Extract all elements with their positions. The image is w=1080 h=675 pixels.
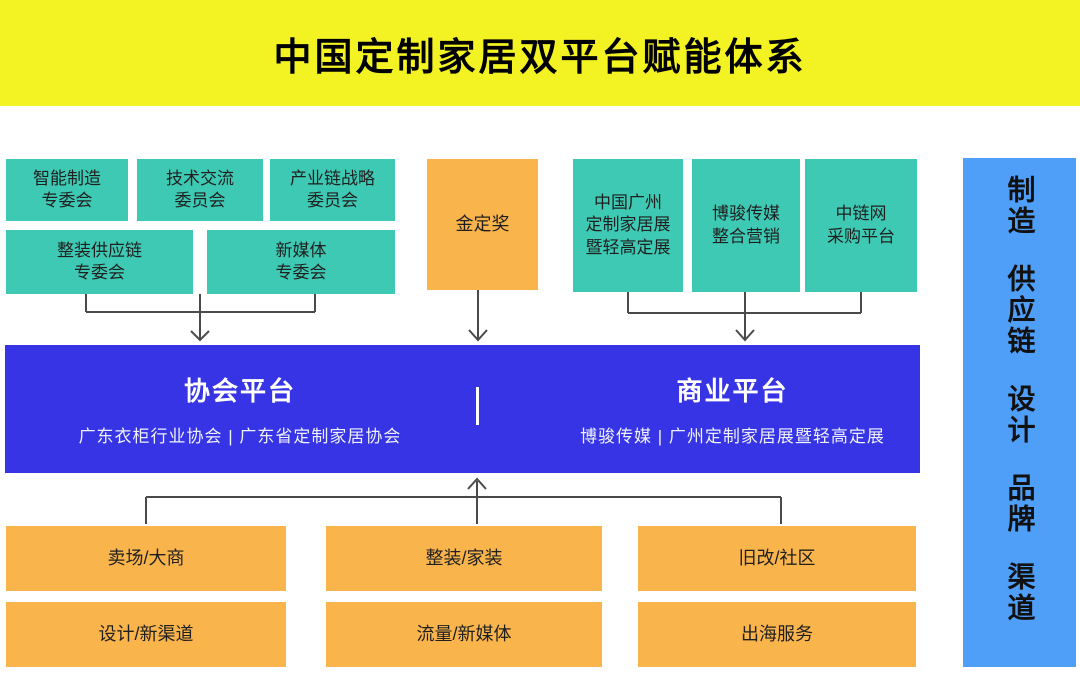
value-chain-item-design: 设计 bbox=[1004, 384, 1036, 446]
channel-box-design-new-channels: 设计/新渠道 bbox=[6, 602, 286, 667]
arrowhead-award-down bbox=[468, 329, 488, 342]
platform-divider bbox=[476, 387, 479, 425]
committee-box-new-media: 新媒体 专委会 bbox=[207, 230, 395, 294]
committee-box-tech-exchange: 技术交流 委员会 bbox=[137, 159, 263, 221]
unit-box-bojun-media-marketing: 博骏传媒 整合营销 bbox=[692, 159, 800, 292]
channel-box-renovation-community: 旧改/社区 bbox=[638, 526, 916, 591]
channel-box-traffic-new-media: 流量/新媒体 bbox=[326, 602, 602, 667]
value-chain-item-channel: 渠道 bbox=[1004, 562, 1036, 624]
association-platform-subtitle: 广东衣柜行业协会 | 广东省定制家居协会 bbox=[78, 427, 402, 446]
channel-box-whole-house-home-decor: 整装/家装 bbox=[326, 526, 602, 591]
committee-box-smart-manufacturing: 智能制造 专委会 bbox=[6, 159, 128, 221]
value-chain-item-supply-chain: 供应链 bbox=[1004, 264, 1036, 357]
association-platform-group: 协会平台 广东衣柜行业协会 | 广东省定制家居协会 bbox=[35, 345, 445, 473]
commercial-platform-title: 商业平台 bbox=[676, 376, 789, 406]
commercial-platform-subtitle: 博骏传媒 | 广州定制家居展暨轻高定展 bbox=[580, 427, 885, 446]
award-box-golden-custom-award: 金定奖 bbox=[427, 159, 538, 290]
channel-box-overseas-services: 出海服务 bbox=[638, 602, 916, 667]
commercial-platform-group: 商业平台 博骏传媒 | 广州定制家居展暨轻高定展 bbox=[540, 345, 925, 473]
channel-box-stores-dealers: 卖场/大商 bbox=[6, 526, 286, 591]
value-chain-item-brand: 品牌 bbox=[1004, 473, 1036, 535]
unit-box-zhonglian-procurement: 中链网 采购平台 bbox=[805, 159, 917, 292]
value-chain-bar: 制造 供应链 设计 品牌 渠道 bbox=[963, 158, 1076, 667]
page-title: 中国定制家居双平台赋能体系 bbox=[273, 36, 807, 79]
connector-committees-to-band bbox=[85, 294, 316, 339]
committee-box-industry-chain-strategy: 产业链战略 委员会 bbox=[270, 159, 395, 221]
platform-band: 协会平台 广东衣柜行业协会 | 广东省定制家居协会 商业平台 博骏传媒 | 广州… bbox=[5, 345, 920, 473]
unit-box-guangzhou-expo: 中国广州 定制家居展 暨轻高定展 bbox=[573, 159, 683, 292]
association-platform-title: 协会平台 bbox=[183, 376, 296, 406]
arrowhead-committees-down bbox=[190, 330, 210, 342]
value-chain-item-manufacturing: 制造 bbox=[1004, 175, 1036, 237]
connector-units-to-band bbox=[627, 292, 862, 339]
committee-box-whole-house-supply-chain: 整装供应链 专委会 bbox=[6, 230, 193, 294]
title-banner: 中国定制家居双平台赋能体系 bbox=[0, 0, 1080, 106]
connector-channels-to-band bbox=[145, 481, 782, 524]
arrowhead-units-down bbox=[735, 329, 755, 342]
arrowhead-channels-up bbox=[467, 477, 487, 490]
